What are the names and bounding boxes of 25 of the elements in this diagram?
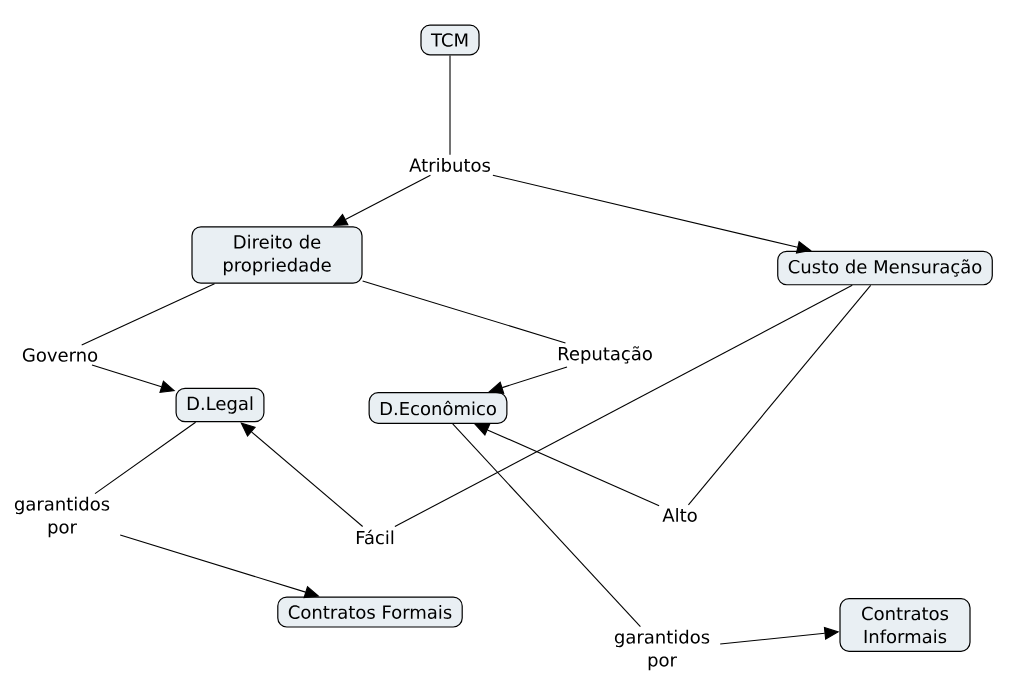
linking-phrase: garantidos por xyxy=(14,496,110,538)
connector-line xyxy=(687,284,872,506)
connector-line xyxy=(94,421,197,495)
arrow xyxy=(492,174,812,254)
concept-box: D.Legal xyxy=(175,387,265,423)
linking-phrase: Fácil xyxy=(356,529,394,545)
concept-box: TCM xyxy=(420,24,480,56)
connector-line xyxy=(394,284,853,528)
connector-line xyxy=(449,54,451,156)
connector-line xyxy=(452,423,641,628)
arrow xyxy=(240,422,364,528)
linking-phrase: Reputação xyxy=(558,346,652,364)
arrow xyxy=(474,423,660,507)
concept-box: Custo de Mensuração xyxy=(777,250,993,286)
concept-box: D.Econômico xyxy=(368,392,508,424)
concept-box: Direito de propriedade xyxy=(191,226,363,284)
linking-phrase: Alto xyxy=(662,508,697,522)
connector-line xyxy=(362,280,566,344)
concept-box: Contratos Informais xyxy=(839,598,971,652)
arrow xyxy=(488,366,568,394)
linking-phrase: Governo xyxy=(22,348,98,362)
connector-line xyxy=(81,283,216,346)
linking-phrase: Atributos xyxy=(409,158,490,172)
concept-box: Contratos Formais xyxy=(277,596,463,628)
linking-phrase: garantidos por xyxy=(614,629,710,671)
